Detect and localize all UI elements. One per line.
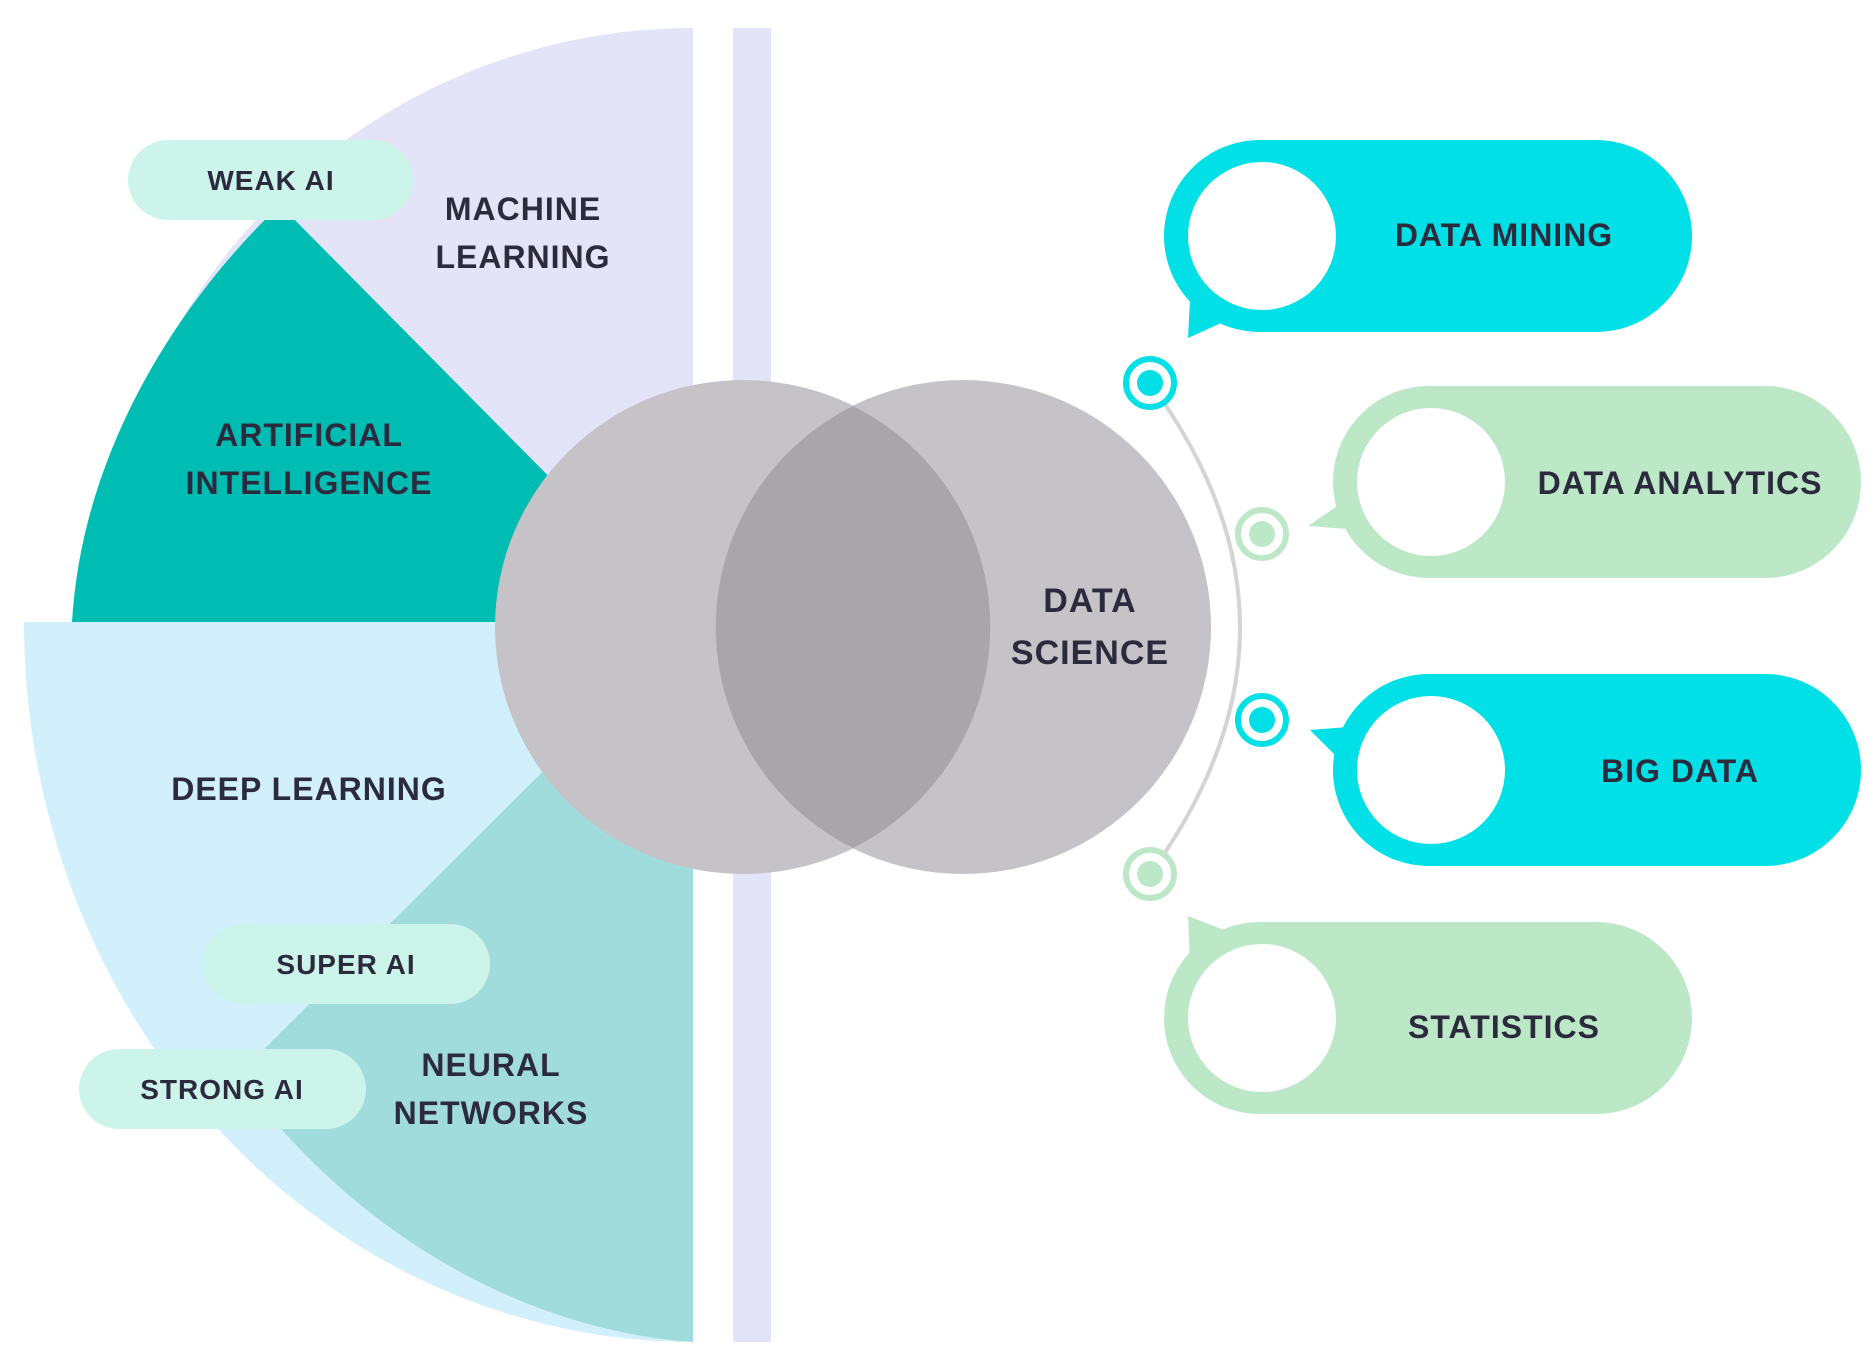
big-data-bubble: BIG DATA — [1310, 674, 1861, 866]
connector-dot-3 — [1235, 693, 1289, 747]
connector-dot-1 — [1123, 356, 1177, 410]
strong-ai-label: STRONG AI — [140, 1074, 304, 1105]
strong-ai-tag: STRONG AI — [79, 1049, 366, 1129]
data-science-label-line1: DATA — [1043, 582, 1136, 620]
connector-arc — [1148, 381, 1242, 876]
data-analytics-label: DATA ANALYTICS — [1538, 465, 1823, 501]
neural-networks-label-line2: NETWORKS — [394, 1095, 589, 1131]
venn-circles — [495, 380, 1211, 874]
connector-dot-2 — [1235, 507, 1289, 561]
venn-overlap — [715, 406, 991, 848]
statistics-label: STATISTICS — [1408, 1009, 1600, 1045]
weak-ai-tag: WEAK AI — [128, 140, 413, 220]
data-analytics-bubble: DATA ANALYTICS — [1308, 386, 1861, 578]
data-mining-label: DATA MINING — [1395, 217, 1613, 253]
statistics-bubble: STATISTICS — [1164, 916, 1692, 1114]
data-mining-bubble: DATA MINING — [1164, 140, 1692, 338]
big-data-label: BIG DATA — [1601, 753, 1759, 789]
neural-networks-label-line1: NEURAL — [421, 1047, 560, 1083]
weak-ai-label: WEAK AI — [207, 165, 334, 196]
super-ai-label: SUPER AI — [276, 949, 415, 980]
super-ai-tag: SUPER AI — [203, 924, 490, 1004]
connector-dot-4 — [1123, 847, 1177, 901]
data-science-label-line2: SCIENCE — [1011, 634, 1169, 672]
machine-learning-label-line2: LEARNING — [435, 239, 610, 275]
artificial-intelligence-label-line2: INTELLIGENCE — [186, 465, 433, 501]
deep-learning-label: DEEP LEARNING — [171, 771, 447, 807]
artificial-intelligence-label-line1: ARTIFICIAL — [215, 417, 403, 453]
machine-learning-label-line1: MACHINE — [445, 191, 601, 227]
